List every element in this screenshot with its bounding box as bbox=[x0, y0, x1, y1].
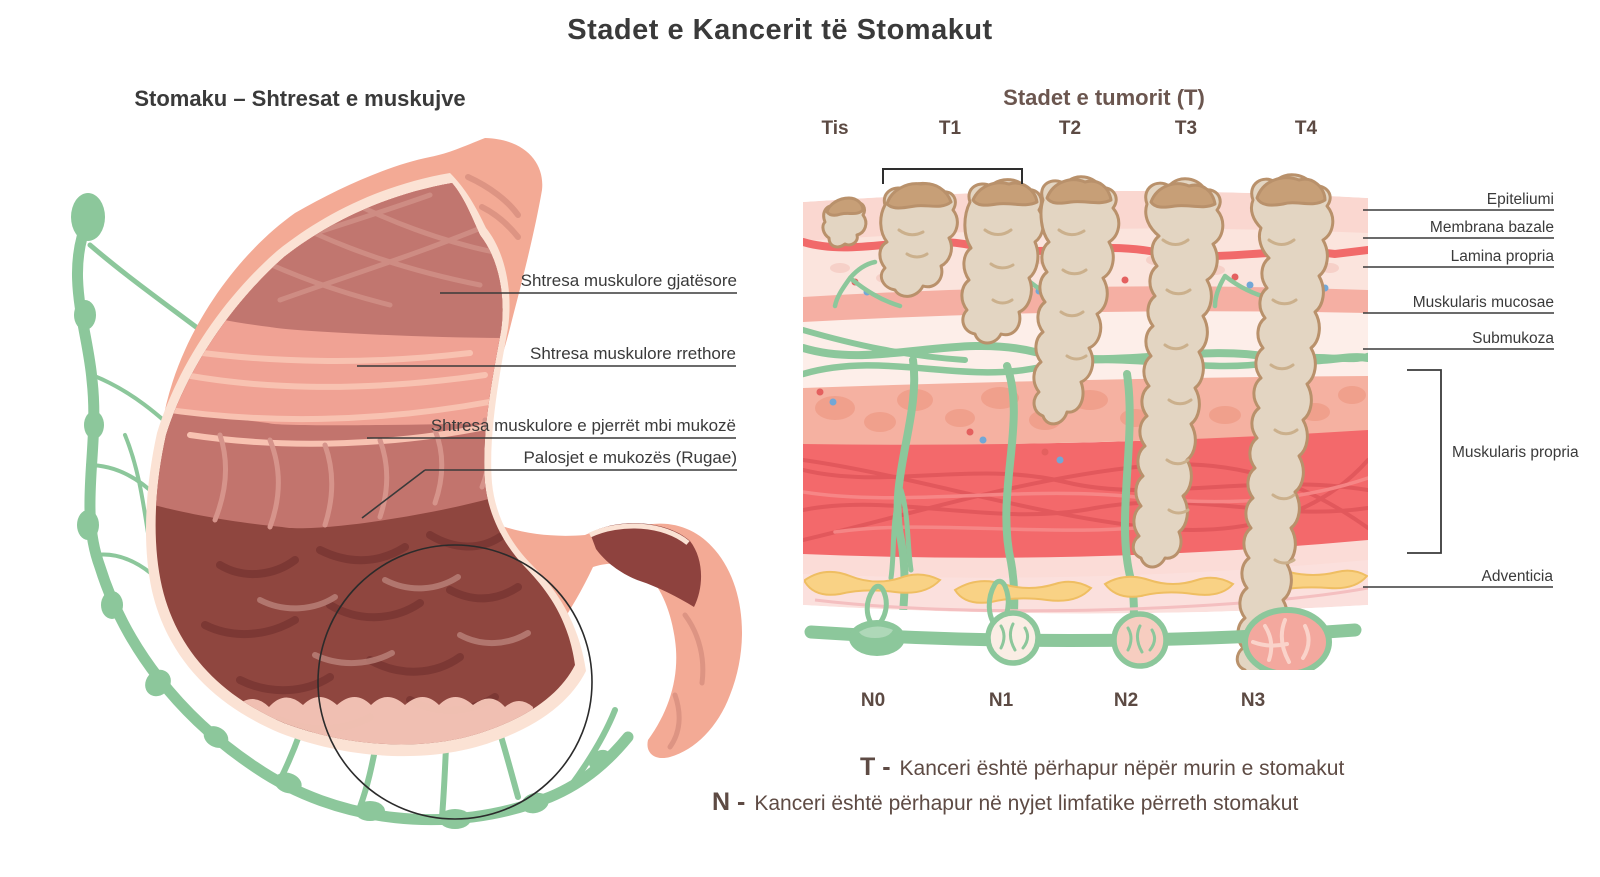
label-basement-membrane: Membrana bazale bbox=[1429, 219, 1554, 236]
label-epithelium: Epiteliumi bbox=[1486, 191, 1554, 208]
layer-subserosa bbox=[803, 538, 1368, 578]
stage-label-n3: N3 bbox=[1240, 690, 1266, 711]
label-lamina-propria: Lamina propria bbox=[1450, 248, 1554, 265]
page-title: Stadet e Kancerit të Stomakut bbox=[567, 14, 993, 46]
left-panel-heading: Stomaku – Shtresat e muskujve bbox=[134, 86, 466, 111]
stomach-illustration bbox=[71, 138, 742, 829]
lymph-nodes-chain bbox=[71, 193, 612, 829]
legend-n-text: Kanceri është përhapur në nyjet limfatik… bbox=[754, 792, 1299, 815]
label-adventitia: Adventicia bbox=[1481, 568, 1553, 585]
label-circular-muscle: Shtresa muskulore rrethore bbox=[530, 344, 736, 363]
stage-label-t1: T1 bbox=[938, 118, 962, 139]
stage-label-t3: T3 bbox=[1174, 118, 1198, 139]
lymph-node-n1 bbox=[985, 610, 1041, 666]
label-muscularis-mucosae: Muskularis mucosae bbox=[1412, 294, 1554, 311]
tumor-stages-illustration bbox=[803, 173, 1368, 670]
tumors bbox=[821, 173, 1335, 670]
stage-label-tis: Tis bbox=[821, 118, 849, 139]
magnifier-circle bbox=[317, 544, 593, 820]
lymph-node-n3 bbox=[1242, 607, 1332, 670]
tumor-tis bbox=[821, 196, 868, 249]
tumor-t4 bbox=[1235, 173, 1335, 670]
legend-t: T - Kanceri është përhapur nëpër murin e… bbox=[860, 753, 1344, 782]
antrum-opening bbox=[590, 523, 702, 607]
right-panel-heading: Stadet e tumorit (T) bbox=[1003, 85, 1205, 110]
label-muscularis-propria: Muskularis propria bbox=[1452, 444, 1579, 461]
label-longitudinal-muscle: Shtresa muskulore gjatësore bbox=[520, 271, 737, 290]
label-submucosa: Submukoza bbox=[1472, 330, 1554, 347]
lymphatic-line bbox=[804, 578, 1362, 670]
tumor-t2 bbox=[1032, 175, 1121, 426]
legend-n-key: N - bbox=[712, 788, 746, 816]
stage-label-n2: N2 bbox=[1113, 690, 1139, 711]
legend-t-key: T - bbox=[860, 753, 891, 781]
tumor-t1b bbox=[960, 178, 1045, 345]
stage-label-n1: N1 bbox=[988, 690, 1014, 711]
stage-label-t2: T2 bbox=[1058, 118, 1082, 139]
legend-t-text: Kanceri është përhapur nëpër murin e sto… bbox=[899, 757, 1345, 780]
label-rugae: Palosjet e mukozës (Rugae) bbox=[523, 448, 737, 467]
legend-n: N - Kanceri është përhapur në nyjet limf… bbox=[712, 788, 1298, 817]
layer-muscularis-mottled bbox=[803, 375, 1368, 445]
label-oblique-muscle: Shtresa muskulore e pjerrët mbi mukozë bbox=[430, 416, 736, 435]
stage-label-n0: N0 bbox=[860, 690, 886, 711]
lymph-node-n0 bbox=[849, 620, 905, 656]
lymph-node-n2 bbox=[1111, 611, 1169, 669]
tumor-t3 bbox=[1131, 177, 1225, 569]
tumor-t1a bbox=[878, 182, 959, 298]
stage-label-t4: T4 bbox=[1294, 118, 1318, 139]
